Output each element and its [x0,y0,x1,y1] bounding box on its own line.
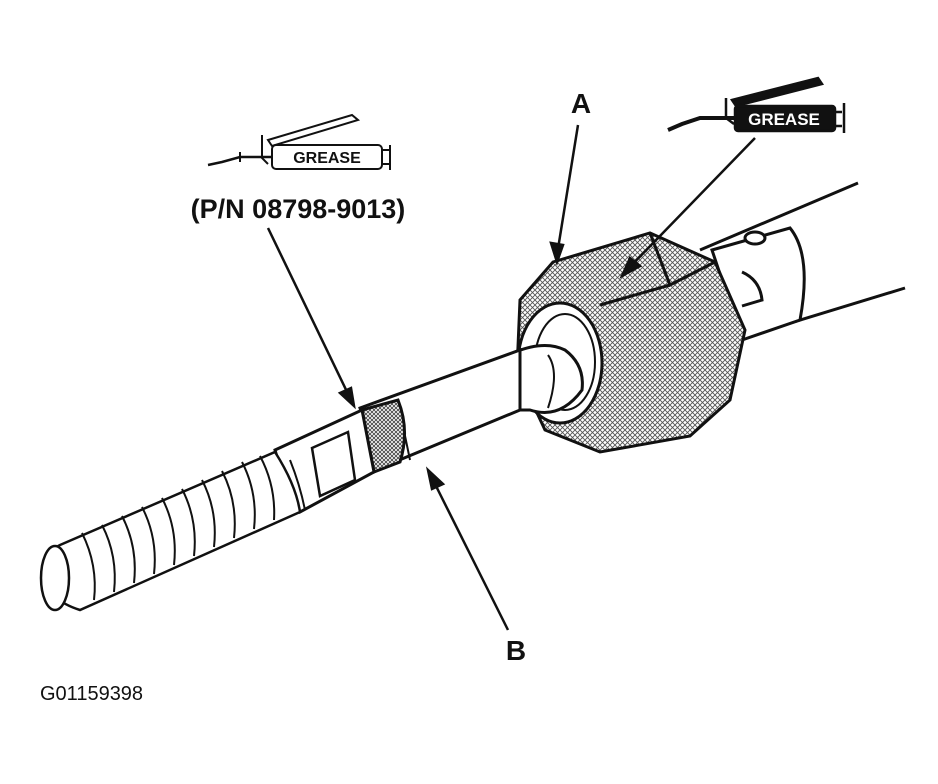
slotted-end [273,407,376,515]
leader-arrow-partno [266,227,356,410]
part-number-label: (P/N 08798-9013) [191,194,406,224]
leader-arrow-grease-right [619,137,756,279]
callout-a: A [571,88,591,119]
grease-label-right: GREASE [748,110,820,129]
leader-arrow-b [425,466,510,631]
threaded-end [39,450,302,612]
leader-arrow-a [549,124,580,266]
thread-lines [81,455,276,601]
grease-label-left: GREASE [293,150,361,167]
knurled-collar [360,398,407,475]
figure-id: G01159398 [40,683,144,705]
ball-joint-neck [513,344,584,414]
grease-gun-icon-left [207,113,391,170]
callout-b: B [506,635,526,666]
grease-gun-icon-right [667,76,846,133]
